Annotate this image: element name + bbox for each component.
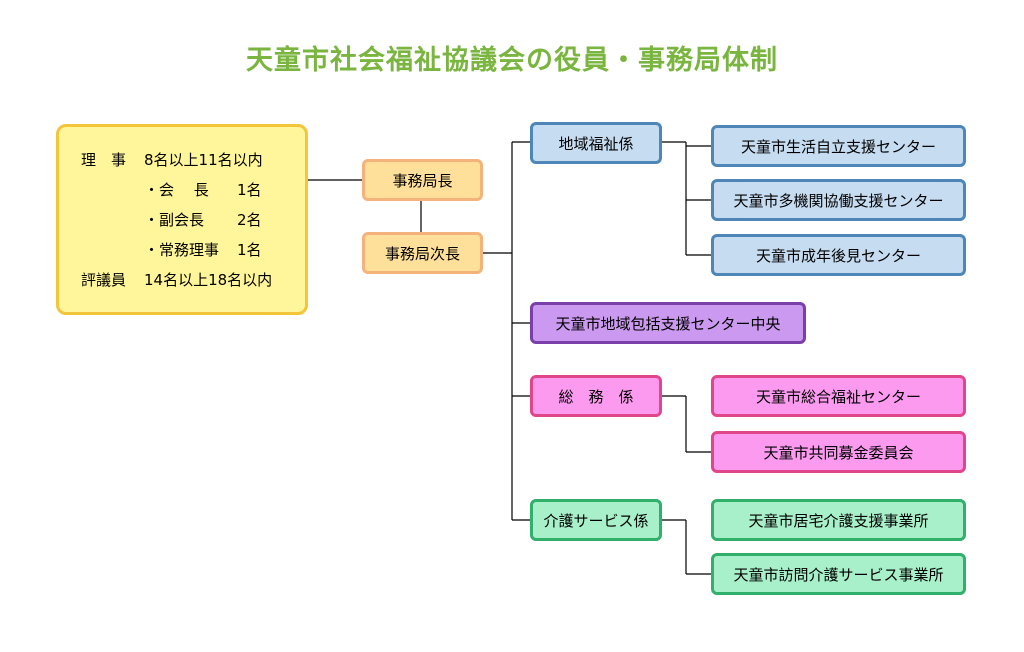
dept-care-service-label: 介護サービス係 [543,511,649,530]
unit-life-independence-label: 天童市生活自立支援センター [740,137,936,156]
board-vicechair-value: 2名 [237,211,262,229]
dept-regional-welfare-box: 地域福祉係 [530,122,662,164]
board-directors-value: 8名以上11名以内 [144,151,263,169]
unit-multi-agency-box: 天童市多機関協働支援センター [711,179,966,221]
unit-welfare-center-label: 天童市総合福祉センター [755,387,921,406]
unit-home-visit-care-box: 天童市訪問介護サービス事業所 [711,553,966,595]
dept-care-service-box: 介護サービス係 [530,499,662,541]
board-councilors-value: 14名以上18名以内 [144,271,273,289]
board-directors-label: 理 事 [81,151,127,169]
unit-community-chest-label: 天童市共同募金委員会 [763,443,914,462]
unit-home-care-support-box: 天童市居宅介護支援事業所 [711,499,966,541]
dept-comprehensive-center-label: 天童市地域包括支援センター中央 [555,314,781,333]
board-vicechair-label: ・副会長 [144,211,205,229]
secretariat-deputy-label: 事務局次長 [384,244,460,263]
unit-life-independence-box: 天童市生活自立支援センター [711,125,966,167]
dept-general-affairs-box: 総 務 係 [530,375,662,417]
unit-home-care-support-label: 天童市居宅介護支援事業所 [748,511,929,530]
unit-community-chest-box: 天童市共同募金委員会 [711,431,966,473]
secretariat-chief-label: 事務局長 [392,171,453,190]
board-box: 理 事 8名以上11名以内 ・会 長 1名 ・副会長 2名 ・常務理事 1名 評… [56,124,308,315]
secretariat-chief-box: 事務局長 [362,159,483,201]
board-chair-value: 1名 [237,181,262,199]
board-executive-value: 1名 [237,241,262,259]
board-chair-label: ・会 長 [144,181,209,199]
dept-regional-welfare-label: 地域福祉係 [558,134,634,153]
dept-general-affairs-label: 総 務 係 [558,387,634,406]
unit-welfare-center-box: 天童市総合福祉センター [711,375,966,417]
dept-comprehensive-center-box: 天童市地域包括支援センター中央 [530,302,806,344]
page-title: 天童市社会福祉協議会の役員・事務局体制 [246,45,778,76]
unit-home-visit-care-label: 天童市訪問介護サービス事業所 [733,565,944,584]
unit-guardianship-label: 天童市成年後見センター [755,246,921,265]
unit-multi-agency-label: 天童市多機関協働支援センター [733,191,944,210]
secretariat-deputy-box: 事務局次長 [362,232,483,274]
unit-guardianship-box: 天童市成年後見センター [711,234,966,276]
board-executive-label: ・常務理事 [144,241,220,259]
board-councilors-label: 評議員 [81,271,127,289]
